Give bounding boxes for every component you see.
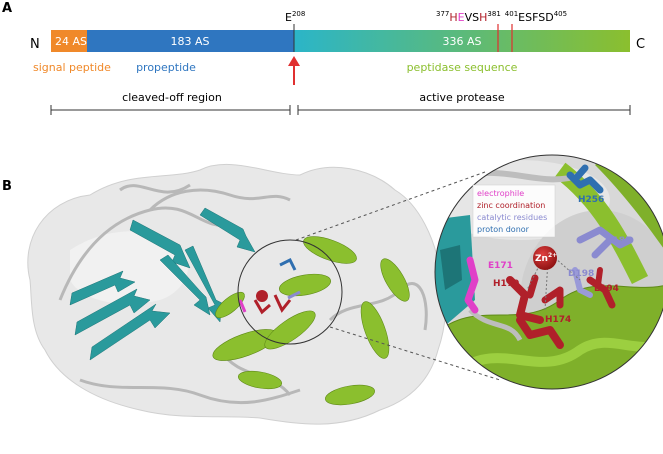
- cleavage-arrow-icon: [288, 56, 300, 66]
- zoom-region-circle: [237, 239, 343, 345]
- residue-h170: H170: [493, 279, 519, 289]
- legend-catalytic-residues: catalytic residues: [477, 213, 547, 222]
- legend-electrophile: electrophile: [477, 189, 524, 198]
- cleaved-region-label: cleaved-off region: [122, 91, 222, 104]
- signal-peptide-label: signal peptide: [33, 61, 111, 74]
- zoom-inset-border: [434, 154, 663, 390]
- residue-h174: H174: [545, 315, 571, 325]
- zn-ion-label: Zn2+: [535, 252, 557, 264]
- panel-b-label: B: [2, 179, 12, 194]
- legend-box: [472, 184, 556, 238]
- residue-y185: Y185: [605, 236, 631, 246]
- segment-signal-text: 24 AS: [55, 35, 87, 48]
- active-site-overview: [238, 257, 301, 315]
- n-terminus-label: N: [30, 37, 40, 52]
- legend-zinc-coordination: zinc coordination: [477, 201, 545, 210]
- segment-signal-peptide: [51, 30, 87, 52]
- bracket-lines: [50, 105, 631, 115]
- beta-sheets: [69, 207, 256, 361]
- residue-h256: H256: [578, 195, 604, 205]
- active-protease-label: active protease: [419, 91, 504, 104]
- c-terminus-label: C: [636, 37, 645, 52]
- cleavage-site-label: E208: [285, 10, 305, 24]
- zn-ion: [533, 246, 557, 270]
- alpha-helices: [212, 236, 410, 406]
- segment-peptidase-text: 336 AS: [443, 35, 482, 48]
- segment-propeptide: [87, 30, 294, 52]
- zn-ion-overview: [256, 290, 268, 302]
- residue-d198: D198: [568, 269, 594, 279]
- residue-e171: E171: [488, 261, 513, 271]
- segment-propeptide-text: 183 AS: [171, 35, 210, 48]
- panel-a-label: A: [2, 1, 12, 16]
- legend-proton-donor: proton donor: [477, 225, 530, 234]
- peptidase-sequence-label: peptidase sequence: [407, 61, 518, 74]
- propeptide-label: propeptide: [136, 61, 196, 74]
- segment-peptidase: [294, 30, 630, 52]
- residue-e194: E194: [594, 284, 619, 294]
